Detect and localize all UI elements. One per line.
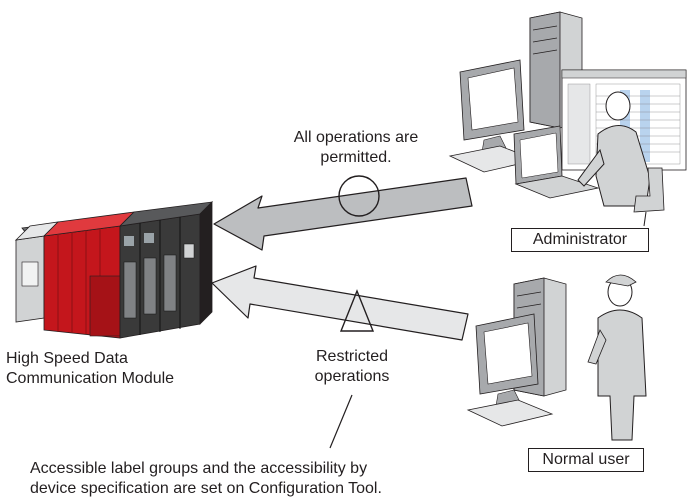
admin-note: All operations are permitted. bbox=[256, 128, 456, 168]
admin-access-arrow bbox=[213, 177, 473, 251]
module-label: High Speed Data Communication Module bbox=[6, 349, 174, 389]
user-access-arrow bbox=[211, 265, 469, 341]
normal-user-label: Normal user bbox=[542, 451, 630, 468]
footnote: Accessible label groups and the accessib… bbox=[30, 459, 382, 499]
plc-module-illustration bbox=[14, 201, 214, 339]
user-note-line1: Restricted bbox=[315, 348, 389, 365]
admin-note-line2: permitted. bbox=[320, 149, 392, 166]
administrator-label-box: Administrator bbox=[511, 228, 649, 252]
footnote-line2: device specification are set on Configur… bbox=[30, 480, 382, 497]
footnote-line1: Accessible label groups and the accessib… bbox=[30, 460, 368, 477]
callout-line bbox=[329, 394, 353, 449]
user-workstation-illustration bbox=[466, 274, 647, 441]
normal-user-label-box: Normal user bbox=[528, 448, 644, 472]
module-label-line2: Communication Module bbox=[6, 370, 175, 387]
admin-note-line1: All operations are bbox=[293, 129, 419, 146]
user-note: Restricted operations bbox=[294, 347, 410, 387]
circle-symbol-icon bbox=[338, 175, 380, 217]
triangle-symbol-icon bbox=[339, 289, 375, 332]
admin-workstation-illustration bbox=[448, 11, 687, 227]
module-label-line1: High Speed Data bbox=[6, 350, 128, 367]
administrator-label: Administrator bbox=[532, 231, 628, 248]
user-note-line2: operations bbox=[314, 368, 390, 385]
